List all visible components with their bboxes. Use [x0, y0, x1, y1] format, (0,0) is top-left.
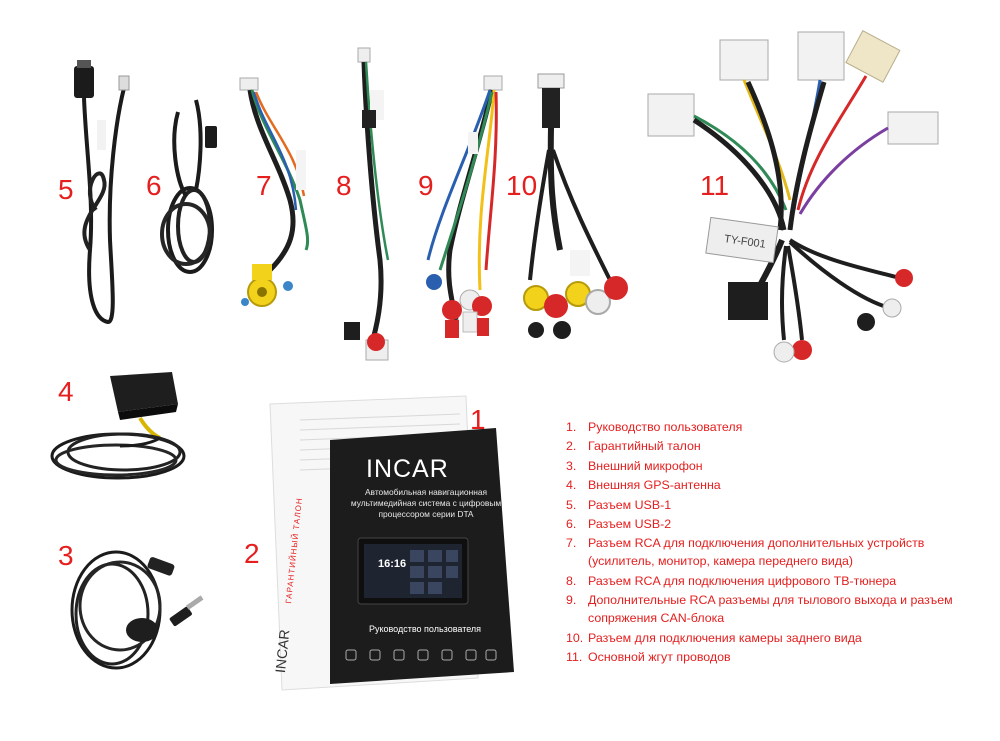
legend-item: 1. Руководство пользователя: [566, 418, 986, 436]
legend-index: 3.: [566, 458, 577, 473]
legend-text: Дополнительные RCA разъемы для тылового …: [588, 593, 953, 626]
legend-item: 8. Разъем RCA для подключения цифрового Т…: [566, 572, 986, 590]
booklet-title: Руководство пользователя: [368, 624, 482, 634]
callout-3: 3: [58, 540, 74, 571]
legend-index: 11.: [566, 649, 583, 664]
callout-5: 5: [58, 174, 74, 205]
legend-index: 5.: [566, 497, 577, 512]
legend-text: Внешний микрофон: [588, 458, 703, 473]
legend-text: Разъем RCA для подключения дополнительны…: [588, 536, 925, 569]
legend-item: 10. Разъем для подключения камеры заднего…: [566, 629, 986, 647]
legend-text: Разъем USB-2: [588, 516, 672, 531]
legend-text: Разъем USB-1: [588, 497, 672, 512]
tv-tuner-loom-8: [344, 47, 390, 361]
tablet-time: 16:16: [378, 558, 407, 570]
legend-text: Гарантийный талон: [588, 439, 701, 454]
legend-index: 10.: [566, 630, 584, 645]
legend-item: 6. Разъем USB-2: [566, 515, 986, 533]
callout-6: 6: [146, 170, 162, 201]
callout-2: 2: [244, 538, 260, 569]
legend-index: 7.: [566, 536, 577, 551]
legend-list: 1. Руководство пользователя 2. Гарантийный…: [566, 418, 986, 667]
callout-8: 8: [336, 170, 352, 201]
legend-item: 4. Внешняя GPS-антенна: [566, 476, 986, 494]
legend-text: Руководство пользователя: [588, 420, 743, 434]
rear-camera-loom-10: [523, 73, 628, 339]
legend-item: 5. Разъем USB-1: [566, 496, 986, 514]
legend-index: 4.: [566, 478, 577, 493]
legend-item: 7. Разъем RCA для подключения дополнитель…: [566, 534, 986, 570]
callout-7: 7: [256, 170, 272, 201]
usb-2-cable: [160, 99, 217, 274]
legend-item: 3. Внешний микрофон: [566, 457, 986, 475]
legend-text: Разъем для подключения камеры заднего ви…: [588, 630, 862, 645]
rca-loom-7: [239, 77, 310, 307]
gps-antenna: [50, 372, 186, 480]
booklet-description: Автомобильная навигационная мультимедийн…: [350, 487, 502, 519]
legend-index: 1.: [566, 420, 577, 434]
legend-index: 6.: [566, 516, 577, 531]
legend-item: 2. Гарантийный талон: [566, 437, 986, 455]
legend-text: Внешняя GPS-антенна: [588, 478, 721, 493]
callout-10: 10: [506, 170, 538, 201]
legend-item: 9. Дополнительные RCA разъемы для тыловог…: [566, 591, 986, 627]
booklet-brand: INCAR: [366, 455, 449, 483]
legend-text: Разъем RCA для подключения цифрового ТВ-…: [588, 573, 897, 588]
legend-index: 8.: [566, 573, 577, 588]
callout-11: 11: [700, 170, 730, 201]
main-harness-11: [647, 30, 939, 363]
legend-index: 2.: [566, 439, 577, 454]
callout-9: 9: [418, 170, 434, 201]
legend-item: 11. Основной жгут проводов: [566, 648, 986, 666]
legend-text: Основной жгут проводов: [588, 649, 731, 664]
callout-1: 1: [470, 404, 486, 435]
legend-index: 9.: [566, 593, 577, 608]
callout-4: 4: [58, 376, 74, 407]
external-microphone: [70, 550, 204, 670]
user-manual-booklet: [330, 428, 514, 684]
rca-loom-9: [426, 75, 503, 338]
usb-1-cable: [74, 60, 130, 325]
